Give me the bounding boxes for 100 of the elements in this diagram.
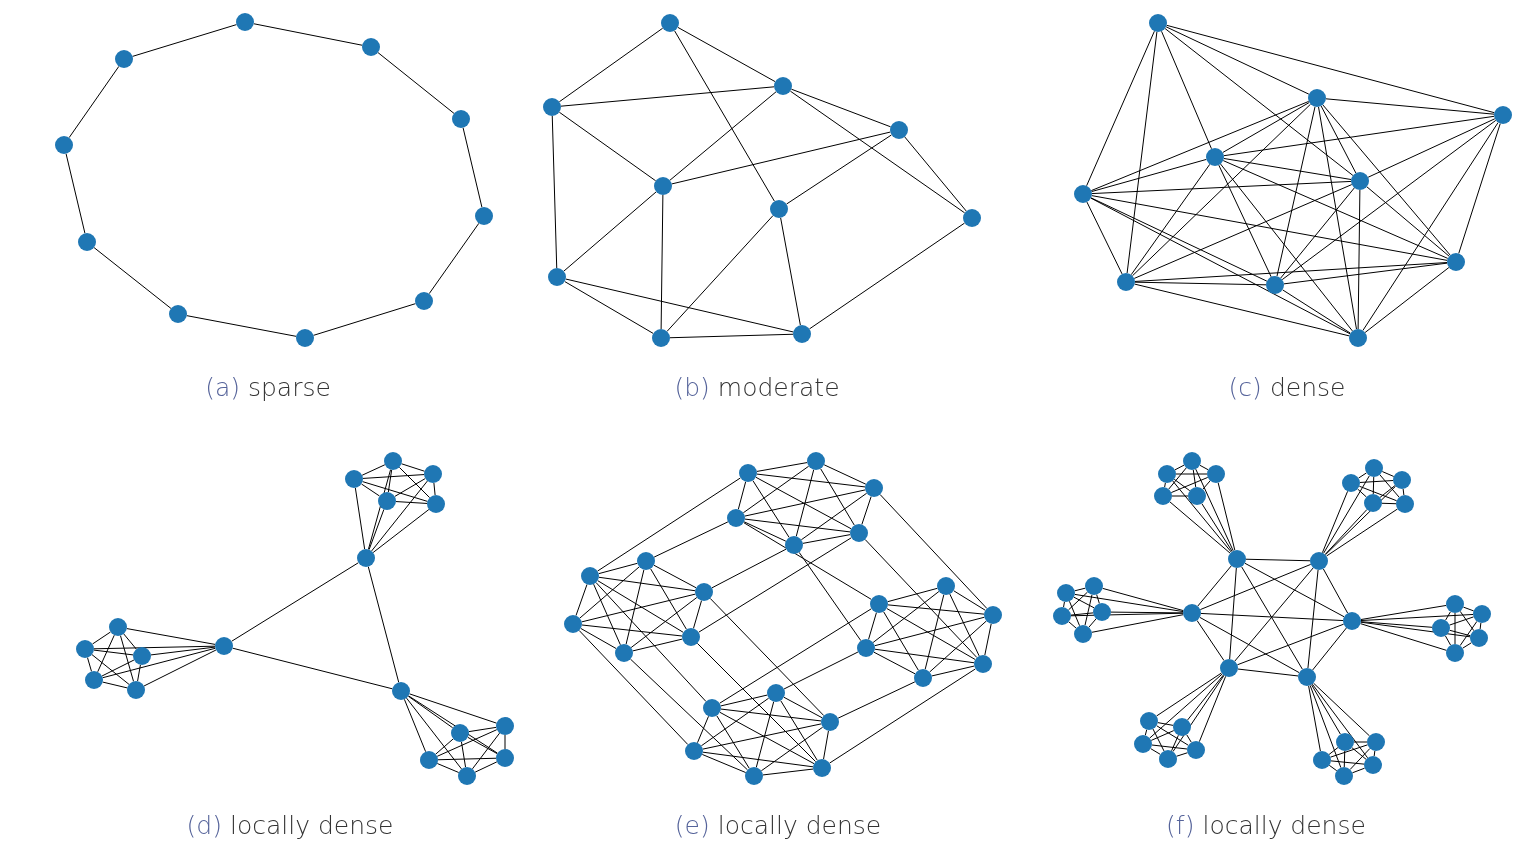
graph-node (362, 38, 380, 56)
edge-line (1091, 180, 1352, 195)
edge-line (354, 487, 366, 550)
edge-line (1084, 594, 1093, 626)
edge-line (743, 522, 872, 600)
graph-node (1149, 14, 1167, 32)
edge-line (578, 630, 689, 745)
edge-line (1166, 24, 1495, 114)
edge-line (1330, 760, 1365, 765)
edge-line (119, 635, 135, 682)
edge-line (1325, 98, 1495, 115)
graph-node (1117, 273, 1135, 291)
graph-node (1057, 584, 1075, 602)
edge-line (1223, 157, 1352, 181)
edge-line (823, 464, 867, 485)
edge-line (433, 482, 436, 496)
edge-line (755, 701, 775, 768)
edge-line (1236, 623, 1345, 666)
edge-line (361, 483, 380, 497)
edge-line (1171, 495, 1189, 497)
graph-node (774, 77, 792, 95)
edge-line (1283, 262, 1448, 285)
edge-line (367, 469, 392, 550)
edge-line (597, 477, 741, 572)
edge-line (563, 191, 657, 272)
edge-line (798, 551, 862, 642)
panel-caption: moderate (717, 372, 840, 405)
edge-line (1449, 616, 1474, 626)
graph-node (695, 583, 713, 601)
graph-node (1188, 487, 1206, 505)
edge-line (1169, 501, 1231, 554)
edge-line (406, 697, 462, 770)
edge-line (65, 153, 86, 234)
edge-line (579, 566, 640, 619)
edge-line (795, 469, 815, 537)
edge-line (755, 476, 852, 530)
graph-node (807, 452, 825, 470)
edge-line (800, 492, 868, 541)
edge-line (437, 757, 497, 761)
edge-line (701, 753, 747, 774)
edge-line (1134, 283, 1350, 337)
graph-node (793, 325, 811, 343)
graph-node (682, 628, 700, 646)
edge-line (68, 65, 120, 139)
edge-line (361, 464, 386, 476)
edge-line (1459, 610, 1475, 632)
edge-line (1090, 100, 1310, 192)
edge-line (1070, 612, 1094, 616)
edge-line (1351, 747, 1367, 760)
edge-line (1318, 106, 1357, 330)
edge-line (949, 593, 980, 657)
graph-node (937, 577, 955, 595)
edge-line (700, 697, 770, 747)
graph-node (564, 615, 582, 633)
edge-line (232, 647, 393, 690)
edge-line (1102, 587, 1184, 612)
edge-line (1196, 619, 1225, 662)
edge-line (742, 465, 810, 514)
edge-line (904, 136, 967, 212)
edge-line (887, 587, 938, 603)
edge-line (1312, 627, 1347, 671)
graph-node (703, 699, 721, 717)
edge-line (1156, 672, 1222, 717)
graph-node (458, 767, 476, 785)
edge-line (756, 473, 866, 488)
graph-node (1207, 465, 1225, 483)
edge-line (1276, 106, 1316, 277)
edge-line (883, 611, 919, 671)
edge-line (868, 612, 877, 640)
graph-node (345, 470, 363, 488)
graph-node (767, 684, 785, 702)
edge-line (1152, 728, 1165, 752)
edge-line (756, 462, 808, 472)
edge-line (1090, 197, 1268, 282)
edge-line (1359, 480, 1394, 483)
graph-node (652, 329, 670, 347)
edge-line (1068, 591, 1088, 611)
edge-line (820, 468, 855, 526)
graph-node (1308, 89, 1326, 107)
graph-node (169, 305, 187, 323)
edge-line (1164, 482, 1166, 488)
edge-line (436, 729, 498, 757)
graph-node (1228, 550, 1246, 568)
edge-line (696, 642, 817, 763)
edge-line (1144, 729, 1148, 736)
edge-line (823, 730, 829, 760)
edge-line (783, 651, 859, 690)
edge-line (924, 594, 945, 670)
edge-line (1360, 621, 1433, 628)
edge-line (558, 111, 657, 182)
graph-node (1365, 459, 1383, 477)
graph-node (236, 13, 254, 31)
edge-line (1126, 31, 1158, 274)
edge-line (931, 665, 975, 677)
graph-node (727, 509, 745, 527)
edge-line (630, 596, 698, 649)
edge-line (1222, 160, 1449, 259)
edge-line (1364, 267, 1450, 333)
graph-node (1085, 577, 1103, 595)
edge-line (783, 696, 823, 719)
